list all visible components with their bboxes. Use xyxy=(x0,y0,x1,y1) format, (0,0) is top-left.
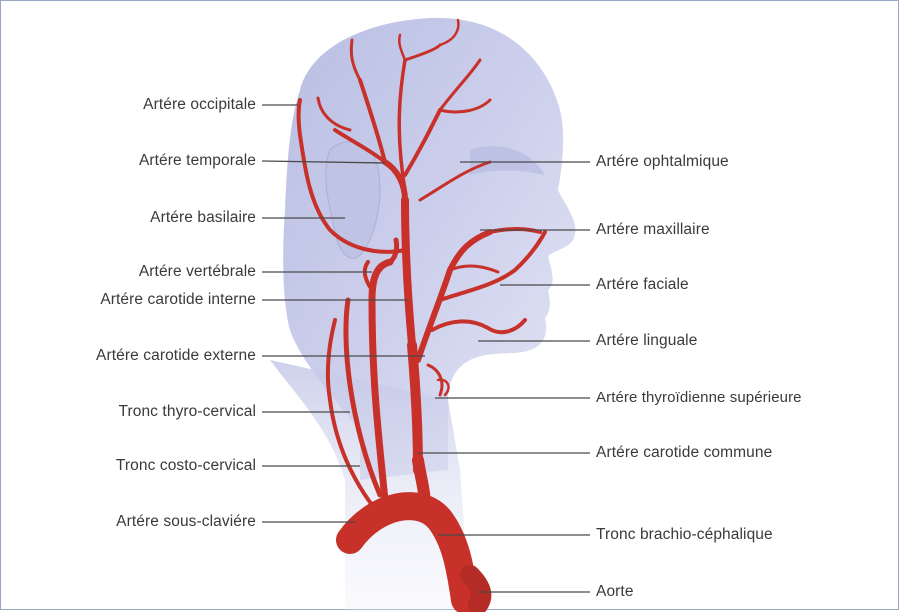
label-tronc-brachio-cephalique: Tronc brachio-céphalique xyxy=(596,526,773,544)
label-artere-occipitale: Artére occipitale xyxy=(143,96,256,114)
label-aorte: Aorte xyxy=(596,583,634,601)
label-artere-faciale: Artére faciale xyxy=(596,276,689,294)
label-artere-basilaire: Artére basilaire xyxy=(150,209,256,227)
label-artere-sous-claviere: Artére sous-claviére xyxy=(116,513,256,531)
label-artere-carotide-interne: Artére carotide interne xyxy=(100,291,256,309)
label-tronc-costo-cervical: Tronc costo-cervical xyxy=(116,457,256,475)
label-artere-maxillaire: Artére maxillaire xyxy=(596,221,710,239)
label-artere-temporale: Artére temporale xyxy=(139,152,256,170)
label-tronc-thyro-cervical: Tronc thyro-cervical xyxy=(118,403,256,421)
label-artere-carotide-externe: Artére carotide externe xyxy=(96,347,256,365)
label-artere-ophtalmique: Artére ophtalmique xyxy=(596,153,729,171)
label-artere-vertebrale: Artére vertébrale xyxy=(139,263,256,281)
label-artere-carotide-commune: Artére carotide commune xyxy=(596,444,772,462)
label-artere-thyroidienne-superieure: Artére thyroïdienne supérieure xyxy=(596,389,802,407)
label-artere-linguale: Artére linguale xyxy=(596,332,697,350)
